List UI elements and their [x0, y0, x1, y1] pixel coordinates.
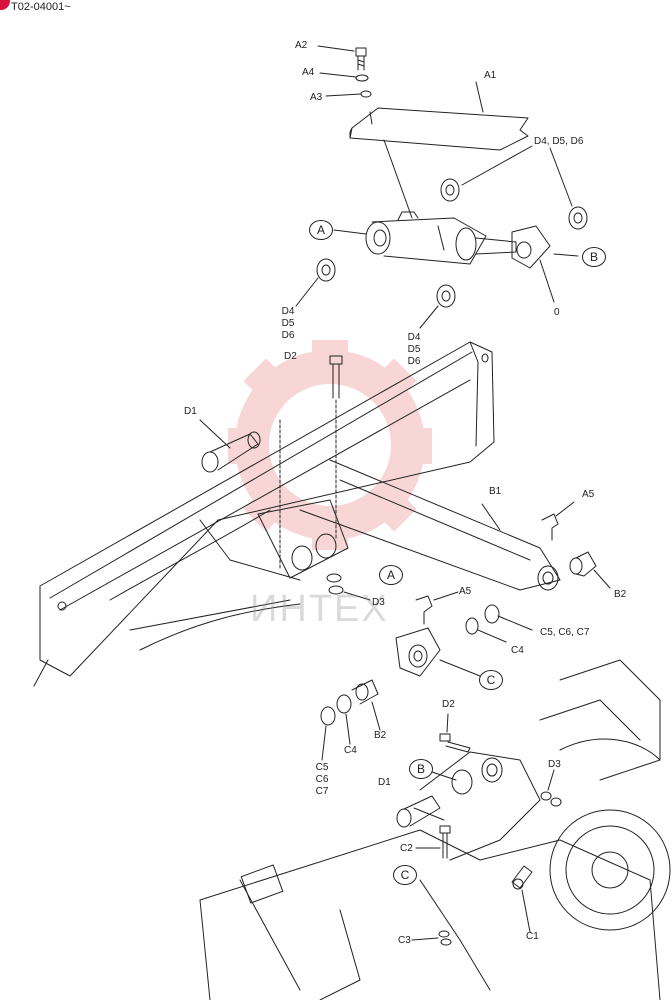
label-a4: A4	[302, 67, 315, 78]
hydraulic-cylinder	[365, 211, 551, 269]
cover-plate-a1	[349, 107, 529, 151]
label-a5-lower: A5	[459, 586, 472, 597]
gear-icon	[228, 340, 432, 550]
callout-a-top: A	[309, 220, 333, 240]
label-b2-lower: B2	[374, 730, 387, 741]
grease-fitting-a5	[541, 513, 559, 541]
page-code: T02-04001~	[11, 1, 71, 13]
pin-c1	[511, 865, 533, 890]
label-d2: D2	[284, 351, 297, 362]
callout-c-mid: C	[479, 670, 503, 690]
pin-d1	[201, 431, 261, 473]
washer-a4	[355, 74, 369, 82]
callout-b-lower: B	[409, 759, 433, 779]
label-d1-lower: D1	[378, 777, 391, 788]
bolt-d2-lower	[439, 733, 471, 753]
callout-c-lower: C	[393, 865, 417, 885]
label-a1: A1	[484, 70, 497, 81]
label-b2: B2	[614, 589, 627, 600]
label-a3: A3	[310, 92, 323, 103]
link-end-c	[395, 627, 441, 677]
watermark-text: ИНТЕХ	[250, 588, 389, 630]
boom-arm	[33, 341, 495, 687]
label-a2: A2	[295, 40, 308, 51]
bolt-a2	[355, 47, 367, 71]
callout-b-right: B	[582, 247, 606, 267]
label-d3-lower: D3	[548, 759, 561, 770]
label-o: 0	[554, 307, 560, 318]
label-d2-lower: D2	[442, 699, 455, 710]
washer-a3	[360, 90, 372, 98]
bushing-b2-lower	[351, 679, 379, 705]
label-a5: A5	[582, 489, 595, 500]
link-b1	[257, 459, 561, 591]
label-c4: C4	[511, 645, 524, 656]
bolt-d2	[329, 355, 343, 399]
label-c5-c6-c7: C5, C6, C7	[540, 627, 590, 638]
label-c4-lower: C4	[344, 745, 357, 756]
bolt-c2	[439, 825, 451, 859]
lower-frame	[199, 659, 671, 1000]
corner-badge	[0, 0, 10, 10]
pin-d1-lower	[396, 795, 441, 828]
label-d1: D1	[184, 406, 197, 417]
label-c2: C2	[400, 843, 413, 854]
label-d4-d5-d6-top: D4, D5, D6	[534, 136, 584, 147]
grease-fitting-a5-lower	[415, 595, 433, 625]
label-c1: C1	[526, 931, 539, 942]
callout-a-mid: A	[379, 565, 403, 585]
label-b1: B1	[489, 486, 502, 497]
bushing-b2	[569, 551, 597, 577]
label-d3: D3	[372, 597, 385, 608]
label-c3: C3	[398, 935, 411, 946]
